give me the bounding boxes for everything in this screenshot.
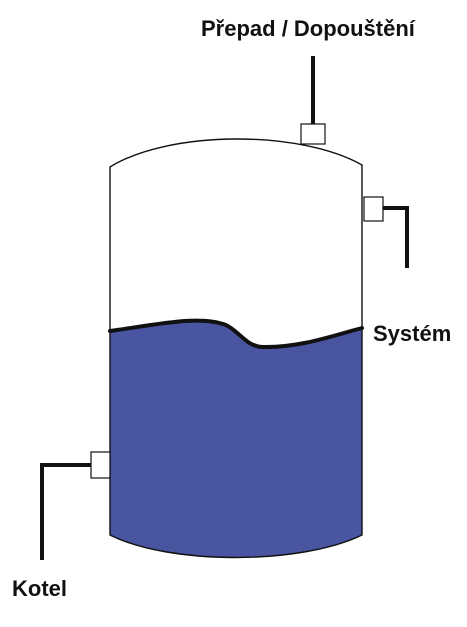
boiler-fitting — [90, 451, 111, 479]
tank-outline — [109, 138, 363, 559]
water-fill — [110, 320, 362, 558]
system-pipe — [383, 206, 409, 268]
boiler-pipe — [40, 463, 91, 560]
water-surface-line — [108, 318, 364, 350]
boiler-label: Kotel — [12, 576, 67, 601]
system-fitting — [363, 196, 384, 222]
overflow-fill-label: Přepad / Dopouštění — [201, 16, 415, 41]
system-label: Systém — [373, 321, 452, 346]
overflow-fitting — [300, 123, 326, 145]
